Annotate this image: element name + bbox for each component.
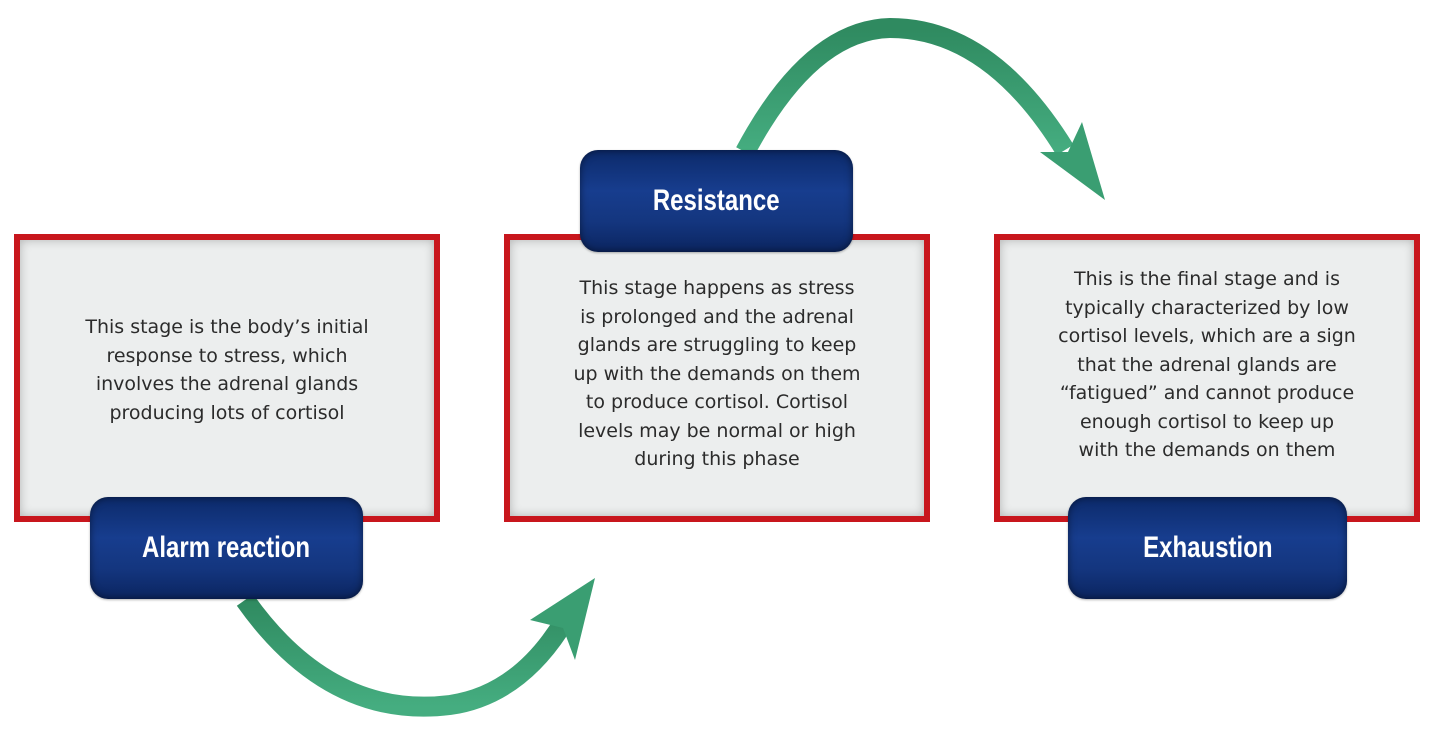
stage-description: This stage is the body’s initial respons…	[85, 316, 369, 424]
stage-label-exhaustion: Exhaustion	[1068, 497, 1347, 599]
stage-label-alarm: Alarm reaction	[90, 497, 363, 599]
arrow-resistance-to-exhaustion	[736, 17, 1105, 200]
stage-name: Exhaustion	[1142, 531, 1273, 564]
stage-name: Alarm reaction	[142, 531, 311, 564]
stage-description: This stage happens as stress is prolonge…	[573, 277, 861, 471]
stage-name: Resistance	[653, 184, 780, 217]
arrow-alarm-to-resistance	[236, 578, 595, 717]
stage-label-resistance: Resistance	[580, 150, 853, 252]
stage-box-alarm: This stage is the body’s initial respons…	[14, 234, 440, 522]
stage-box-exhaustion: This is the final stage and is typically…	[994, 234, 1420, 522]
stage-box-resistance: This stage happens as stress is prolonge…	[504, 234, 930, 522]
stage-description: This is the final stage and is typically…	[1058, 268, 1356, 462]
